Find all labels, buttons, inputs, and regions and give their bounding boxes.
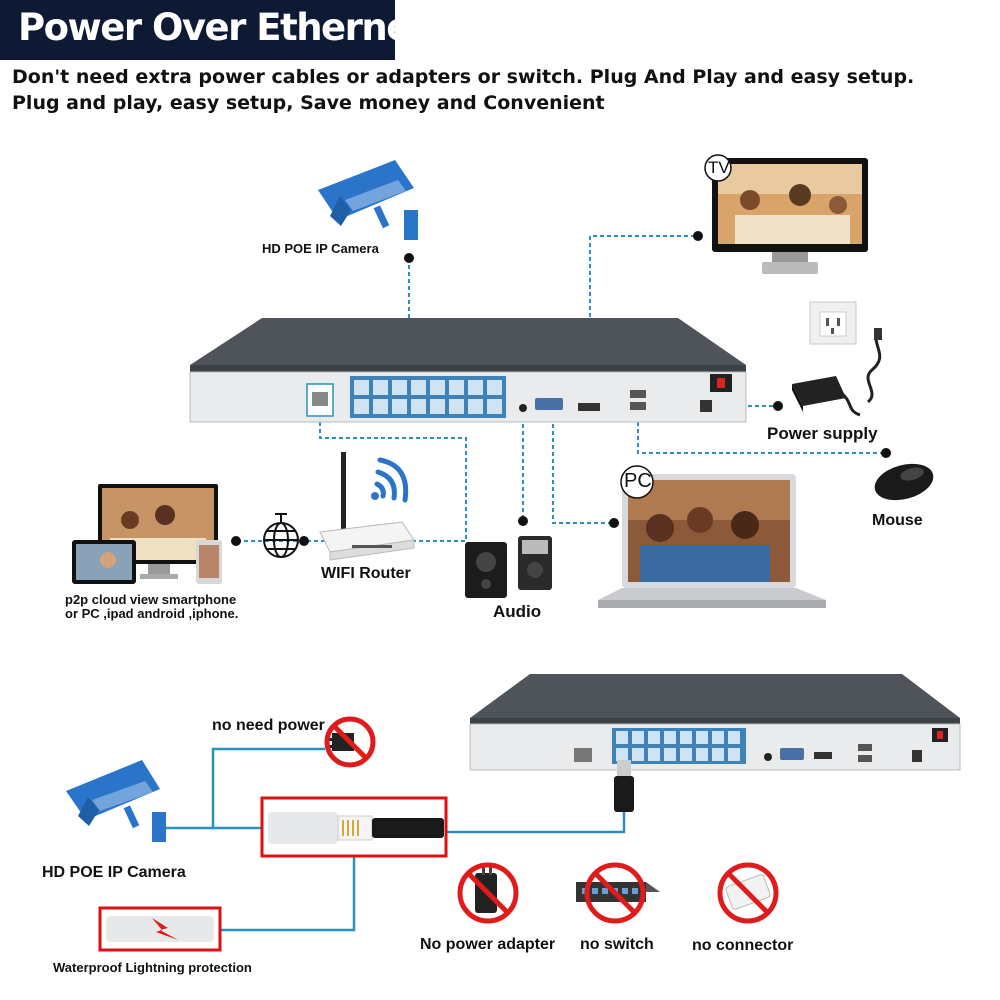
page-title: Power Over Ethernet [18,6,428,49]
bottom-connection-lines [165,747,626,932]
subtitle-line-2: Plug and play, easy setup, Save money an… [12,92,605,114]
p2p-label-line-2: or PC ,ipad android ,iphone. [65,606,239,621]
title-banner [0,0,395,60]
pc-label: PC [624,470,652,492]
power-supply-label: Power supply [767,424,878,443]
audio-label: Audio [493,602,542,621]
no-switch-label: no switch [580,936,654,953]
no-connector-label: no connector [692,937,794,954]
nvr-icon [189,318,747,423]
camera-icon [318,160,418,240]
subtitle-line-1: Don't need extra power cables or adapter… [12,66,915,88]
tablet-icon [72,540,136,584]
no-adapter-label: No power adapter [420,936,556,953]
rj45-connector-icon [268,812,444,844]
nvr-icon-bottom [469,674,961,771]
mouse-label: Mouse [872,512,923,529]
lightning-highlight-box [98,906,222,952]
mouse-icon [874,463,934,501]
connector-prohibited-icon [717,862,779,924]
power-adapter-icon [792,328,882,417]
adapter-prohibited-icon [457,862,519,924]
power-outlet-icon [809,301,857,345]
camera-label: HD POE IP Camera [262,241,379,256]
router-label: WIFI Router [321,565,411,582]
lightning-protector-icon [106,916,214,942]
camera-icon-bottom [66,760,166,842]
rj45-plug-inserted-icon [614,760,634,812]
phone-icon [196,540,222,584]
wifi-icon [374,457,409,503]
tv-icon [704,154,868,274]
laptop-icon [598,465,826,608]
connection-endpoints [231,231,891,546]
bottom-camera-label: HD POE IP Camera [42,864,186,881]
tv-label: TV [708,158,730,177]
lightning-label: Waterproof Lightning protection [53,960,252,975]
power-plug-prohibited-icon [324,716,376,768]
globe-icon [263,513,299,558]
p2p-label-line-1: p2p cloud view smartphone [65,592,237,607]
rj45-highlight-box [260,796,448,858]
router-icon [319,452,415,561]
no-need-power-label: no need power [212,717,325,734]
speakers-icon [465,536,552,598]
switch-prohibited-icon [576,862,660,924]
